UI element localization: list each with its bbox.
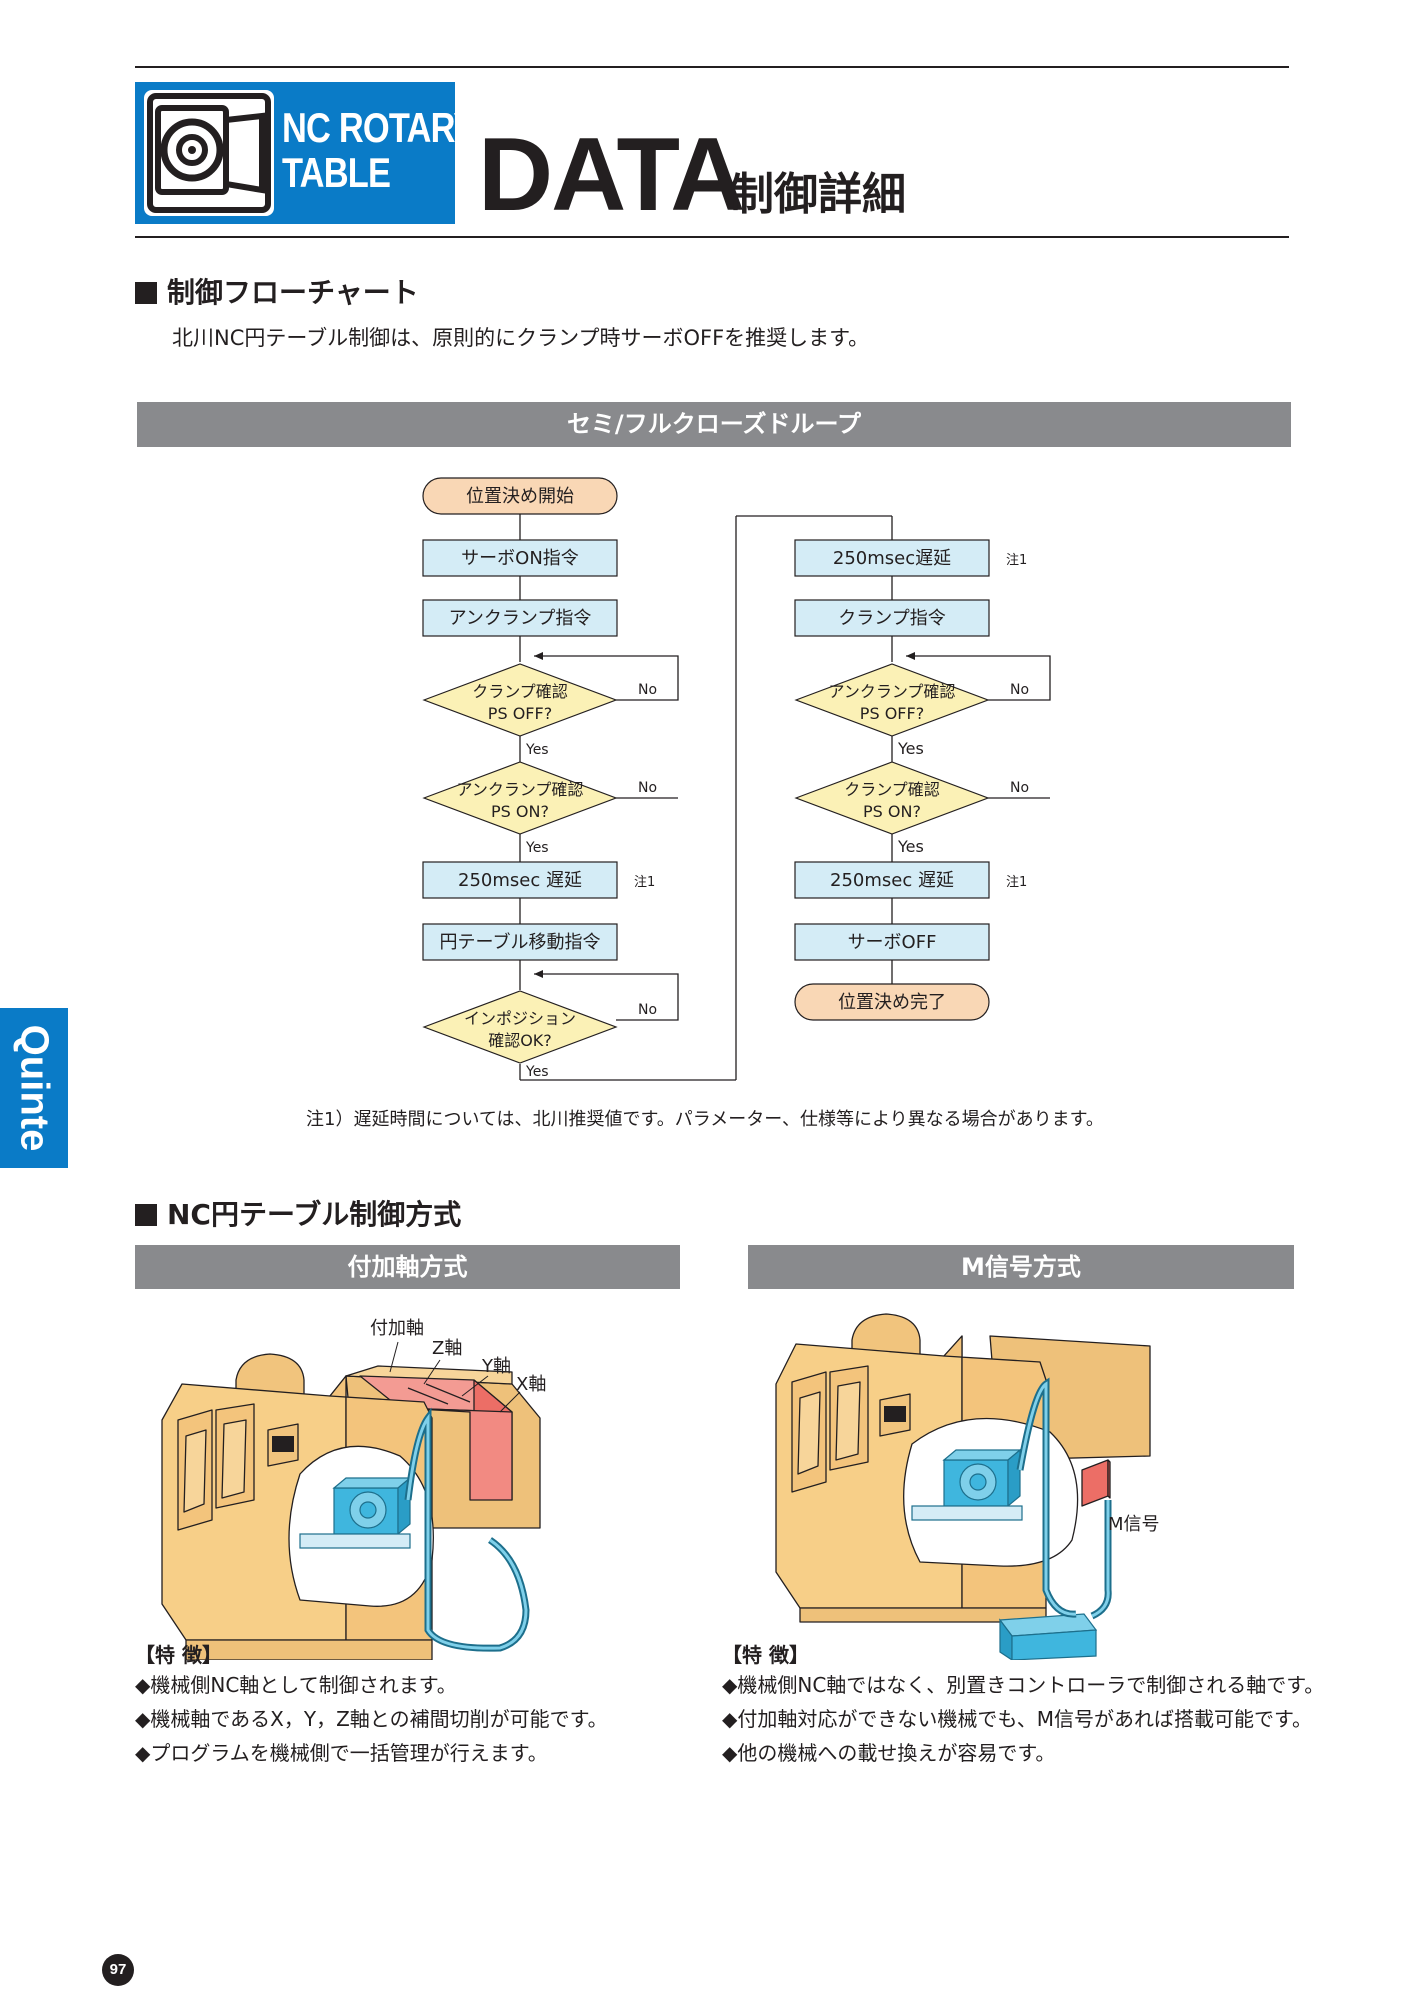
svg-text:クランプ確認: クランプ確認 bbox=[472, 682, 568, 701]
label-z-axis: Z軸 bbox=[432, 1338, 462, 1359]
flow-start: 位置決め開始 bbox=[422, 477, 618, 515]
feature-item: ◆プログラムを機械側で一括管理が行えます。 bbox=[135, 1741, 548, 1765]
svg-text:アンクランプ指令: アンクランプ指令 bbox=[449, 608, 592, 629]
svg-text:クランプ確認: クランプ確認 bbox=[844, 780, 940, 799]
svg-text:サーボOFF: サーボOFF bbox=[848, 932, 937, 953]
svg-text:確認OK?: 確認OK? bbox=[488, 1031, 552, 1050]
flow-end: 位置決め完了 bbox=[794, 983, 990, 1021]
flow-decision-unclamp-ps-off: アンクランプ確認 PS OFF? bbox=[794, 663, 990, 737]
flow-decision-in-position: インポジション 確認OK? bbox=[422, 990, 618, 1064]
feature-item: ◆機械側NC軸として制御されます。 bbox=[135, 1673, 457, 1697]
flow-no-5: No bbox=[1010, 780, 1029, 796]
svg-text:250msec 遅延: 250msec 遅延 bbox=[458, 870, 582, 891]
svg-text:アンクランプ確認: アンクランプ確認 bbox=[829, 682, 956, 701]
svg-text:PS ON?: PS ON? bbox=[491, 802, 549, 821]
svg-text:250msec 遅延: 250msec 遅延 bbox=[830, 870, 954, 891]
flow-servo-on: サーボON指令 bbox=[422, 539, 618, 577]
flow-note-mark-a: 注1 bbox=[634, 875, 655, 890]
svg-text:クランプ指令: クランプ指令 bbox=[838, 608, 945, 629]
section-square-icon bbox=[135, 1204, 157, 1226]
page-title: DATA bbox=[478, 117, 745, 233]
flow-yes-1: Yes bbox=[525, 742, 549, 758]
feature-heading: 【特 徴】 bbox=[722, 1643, 809, 1667]
control-flowchart: 位置決め開始 サーボON指令 アンクランプ指令 クランプ確認 PS OFF? Y… bbox=[422, 477, 1051, 1081]
header-bottom-rule bbox=[135, 236, 1289, 238]
flow-no-3: No bbox=[638, 1002, 657, 1018]
feature-item: ◆機械側NC軸ではなく、別置きコントローラで制御される軸です。 bbox=[722, 1673, 1325, 1697]
page-subtitle: 制御詳細 bbox=[730, 169, 906, 220]
feature-heading: 【特 徴】 bbox=[135, 1643, 222, 1667]
svg-text:インポジション: インポジション bbox=[464, 1009, 576, 1028]
additional-axis-machine-illustration: 付加軸 Z軸 Y軸 X軸 M信号 bbox=[161, 1313, 1160, 1660]
svg-text:PS OFF?: PS OFF? bbox=[860, 704, 924, 723]
flow-servo-off: サーボOFF bbox=[794, 923, 990, 961]
flow-note-mark-c: 注1 bbox=[1006, 875, 1027, 890]
section-square-icon bbox=[135, 282, 157, 304]
flowchart-note: 注1）遅延時間については、北川推奨値です。パラメーター、仕様等により異なる場合が… bbox=[306, 1109, 1104, 1130]
page-number: 97 bbox=[102, 1954, 134, 1986]
svg-text:PS ON?: PS ON? bbox=[863, 802, 921, 821]
flow-decision-clamp-ps-on: クランプ確認 PS ON? bbox=[794, 761, 990, 835]
flow-yes-5: Yes bbox=[897, 837, 924, 856]
feature-item: ◆他の機械への載せ換えが容易です。 bbox=[722, 1741, 1056, 1765]
flow-delay-b: 250msec遅延 bbox=[794, 539, 990, 577]
svg-text:位置決め完了: 位置決め完了 bbox=[838, 992, 946, 1013]
flow-decision-clamp-ps-off: クランプ確認 PS OFF? bbox=[422, 663, 618, 737]
flow-yes-3: Yes bbox=[525, 1064, 549, 1080]
logo-line-1: NC ROTARY bbox=[282, 104, 476, 151]
svg-text:PS OFF?: PS OFF? bbox=[488, 704, 552, 723]
flow-delay-c: 250msec 遅延 bbox=[794, 861, 990, 899]
svg-text:250msec遅延: 250msec遅延 bbox=[833, 548, 951, 569]
side-tab-quinte: Quinte bbox=[0, 1008, 68, 1168]
m-signal-features: 【特 徴】 ◆機械側NC軸ではなく、別置きコントローラで制御される軸です。 ◆付… bbox=[722, 1642, 1324, 1770]
section-title-text: NC円テーブル制御方式 bbox=[167, 1198, 462, 1231]
flow-move-command: 円テーブル移動指令 bbox=[422, 923, 618, 961]
flow-yes-4: Yes bbox=[897, 739, 924, 758]
section-title-text: 制御フローチャート bbox=[167, 276, 419, 309]
svg-text:アンクランプ確認: アンクランプ確認 bbox=[457, 780, 584, 799]
m-signal-bar: M信号方式 bbox=[748, 1245, 1294, 1289]
flow-clamp-command: クランプ指令 bbox=[794, 599, 990, 637]
flow-unclamp-command: アンクランプ指令 bbox=[422, 599, 618, 637]
feature-item: ◆付加軸対応ができない機械でも、M信号があれば搭載可能です。 bbox=[722, 1707, 1313, 1731]
section-title-control-method: NC円テーブル制御方式 bbox=[135, 1198, 461, 1232]
label-m-signal: M信号 bbox=[1108, 1514, 1160, 1535]
flow-no-4: No bbox=[1010, 682, 1029, 698]
flow-no-1: No bbox=[638, 682, 657, 698]
loop-type-bar: セミ/フルクローズドループ bbox=[137, 402, 1291, 447]
svg-text:位置決め開始: 位置決め開始 bbox=[466, 486, 574, 507]
flow-delay-a: 250msec 遅延 bbox=[422, 861, 618, 899]
flow-yes-2: Yes bbox=[525, 840, 549, 856]
additional-axis-features: 【特 徴】 ◆機械側NC軸として制御されます。 ◆機械軸であるX，Y，Z軸との補… bbox=[135, 1642, 608, 1770]
svg-text:円テーブル移動指令: 円テーブル移動指令 bbox=[440, 931, 601, 953]
section-lead-text: 北川NC円テーブル制御は、原則的にクランプ時サーボOFFを推奨します。 bbox=[172, 326, 870, 350]
label-x-axis: X軸 bbox=[516, 1374, 546, 1395]
svg-text:サーボON指令: サーボON指令 bbox=[461, 548, 579, 569]
flow-no-2: No bbox=[638, 780, 657, 796]
flow-decision-unclamp-ps-on: アンクランプ確認 PS ON? bbox=[422, 761, 618, 835]
label-y-axis: Y軸 bbox=[481, 1356, 511, 1377]
logo-text: NC ROTARY TABLE bbox=[282, 105, 476, 195]
section-title-flowchart: 制御フローチャート bbox=[135, 276, 419, 310]
label-additional-axis: 付加軸 bbox=[370, 1318, 424, 1339]
rotary-table-icon bbox=[144, 90, 274, 216]
flow-note-mark-b: 注1 bbox=[1006, 553, 1027, 568]
additional-axis-bar: 付加軸方式 bbox=[135, 1245, 680, 1289]
header-top-rule bbox=[135, 66, 1289, 68]
logo-line-2: TABLE bbox=[282, 149, 391, 196]
feature-item: ◆機械軸であるX，Y，Z軸との補間切削が可能です。 bbox=[135, 1707, 608, 1731]
